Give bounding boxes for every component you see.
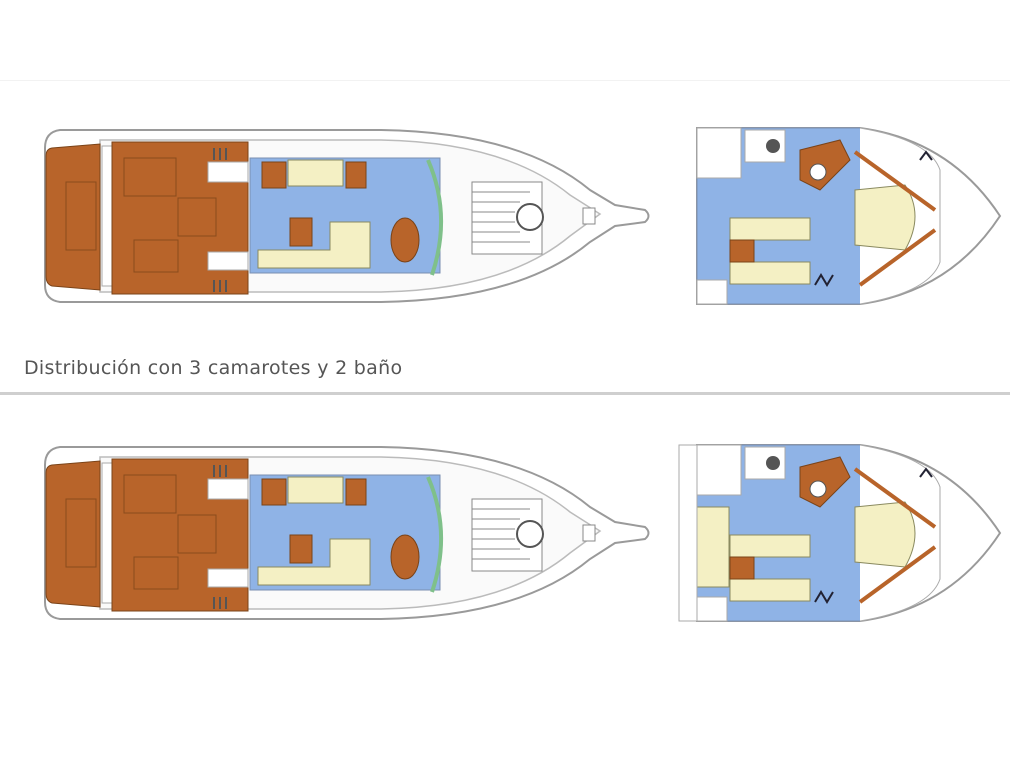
top-rule (0, 80, 1010, 81)
main-deck-plan-bottom (43, 445, 651, 621)
lower-deck-plan-top (695, 126, 1002, 306)
section-divider (0, 392, 1010, 395)
main-deck-plan-top (43, 128, 651, 304)
aft-cabin-bed (678, 444, 730, 622)
lower-deck-plan-bottom (695, 443, 1002, 623)
layout-caption: Distribución con 3 camarotes y 2 baño (24, 357, 403, 379)
